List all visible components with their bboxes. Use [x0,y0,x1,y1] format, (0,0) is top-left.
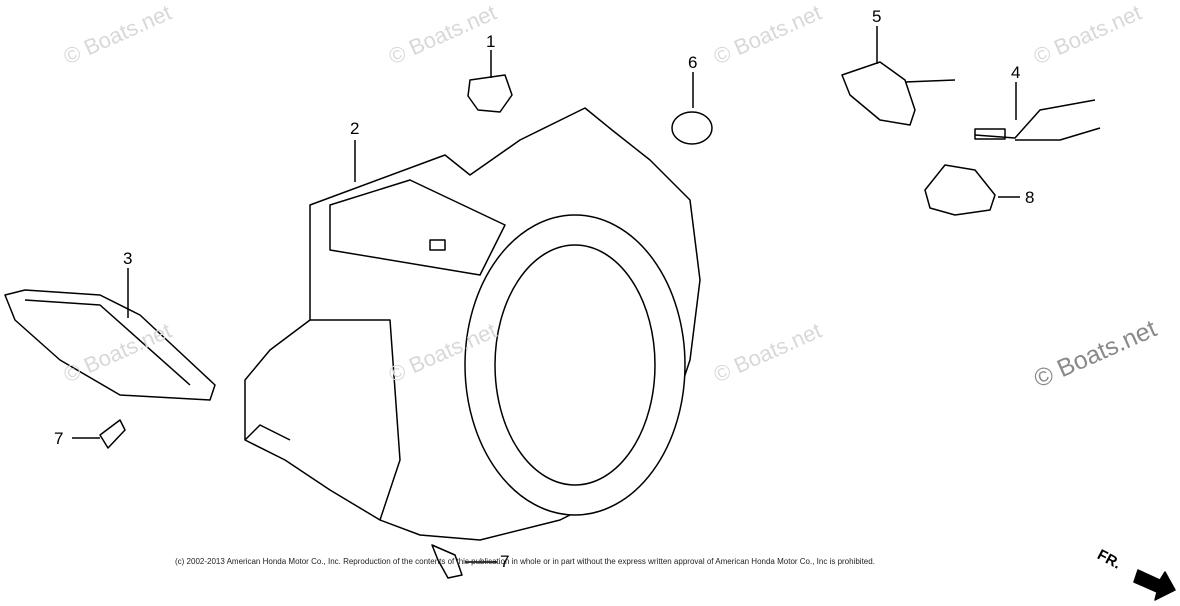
holder-part [924,164,996,216]
callout-2: 2 [350,119,360,138]
bolt-part [99,419,126,449]
grommet-part [671,111,713,145]
callout-5: 5 [872,7,882,26]
callout-7-lower: 7 [500,552,510,571]
bolt-part-lower [431,544,463,579]
callout-6: 6 [688,53,698,72]
callout-4: 4 [1011,63,1021,82]
fan-cover-part [244,107,701,541]
callout-8: 8 [1025,188,1035,207]
clip-part [467,74,513,113]
callout-7: 7 [54,429,64,448]
callout-3: 3 [123,249,133,268]
wire-harness-part [974,99,1101,141]
copyright-notice: (c) 2002-2013 American Honda Motor Co., … [175,557,875,566]
front-arrow-icon [1133,569,1176,601]
callout-1: 1 [486,32,496,51]
switch-part [841,61,916,126]
guide-plate-part [4,289,216,401]
